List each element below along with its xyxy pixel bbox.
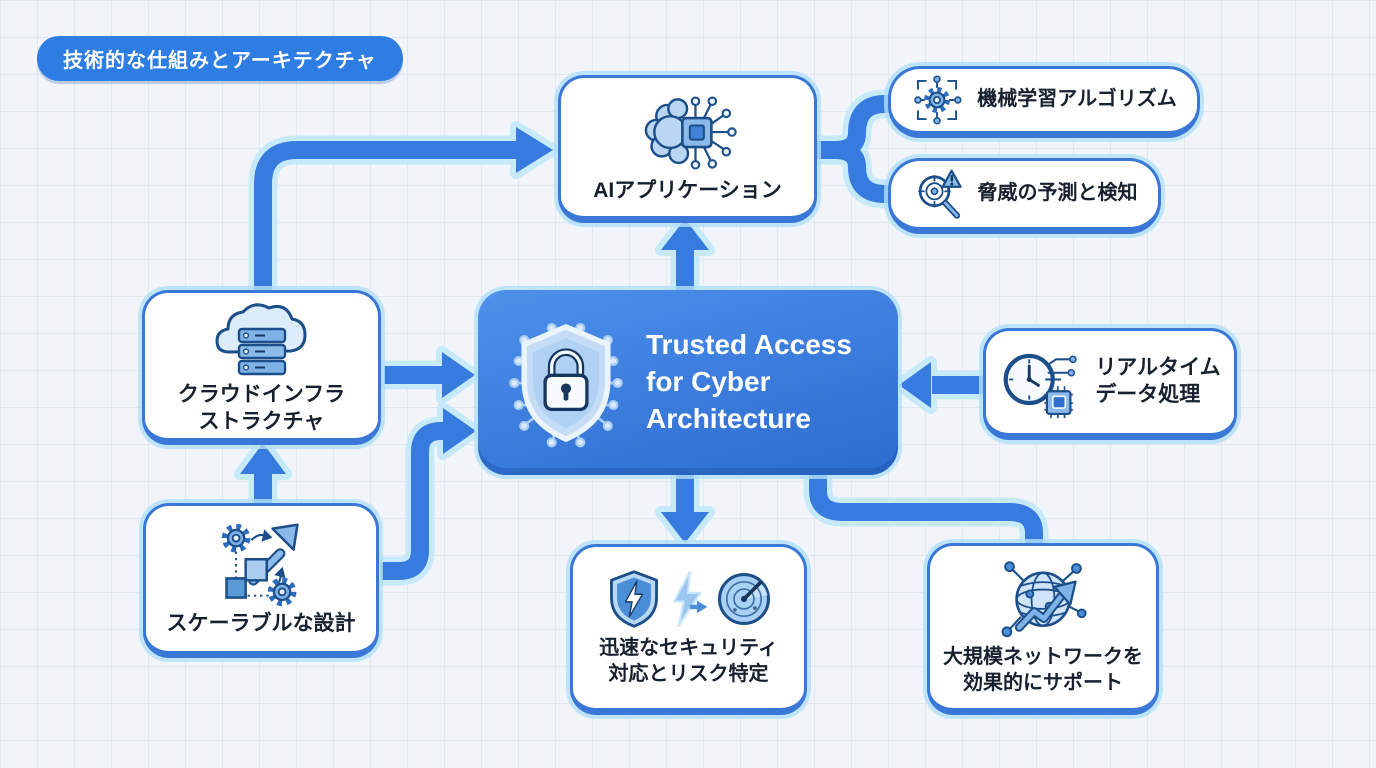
node-ai-label: AIアプリケーション [593, 178, 782, 202]
node-trusted-access-center: Trusted Access for Cyber Architecture [478, 290, 898, 475]
title-badge: 技術的な仕組みとアーキテクチャ [37, 36, 403, 81]
node-threat-label: 脅威の予測と検知 [977, 182, 1138, 205]
node-threat-detection: 脅威の予測と検知 [888, 158, 1161, 234]
brain-chip-icon [644, 96, 737, 170]
node-security-response: 迅速なセキュリティ 対応とリスク特定 [570, 544, 807, 715]
node-realtime-label: リアルタイム データ処理 [1095, 355, 1220, 409]
node-cloud-infrastructure: クラウドインフラ ストラクチャ [142, 290, 381, 445]
node-network-support: 大規模ネットワークを 効果的にサポート [927, 543, 1159, 715]
title-badge-label: 技術的な仕組みとアーキテクチャ [63, 50, 377, 72]
lightning-arrow-icon [672, 570, 707, 628]
shield-lock-circuit-icon [509, 322, 623, 447]
node-ai-application: AIアプリケーション [558, 75, 817, 223]
node-realtime-label-line2: データ処理 [1095, 383, 1201, 406]
node-cloud-label-line1: クラウドインフラ [177, 382, 346, 406]
globe-growth-arrow-icon [1001, 561, 1087, 638]
center-title-line1: Trusted Access [646, 329, 852, 361]
gear-network-icon [914, 75, 962, 125]
node-ml-label: 機械学習アルゴリズム [977, 88, 1177, 111]
node-network-label-line1: 大規模ネットワークを [943, 646, 1143, 669]
clock-chip-circuit-icon [1003, 353, 1078, 419]
node-realtime-data: リアルタイム データ処理 [983, 328, 1237, 440]
cloud-servers-icon [215, 302, 306, 375]
node-cloud-label: クラウドインフラ ストラクチャ [178, 382, 345, 436]
node-security-label-line1: 迅速なセキュリティ [599, 636, 778, 659]
gears-scale-arrow-icon [211, 523, 299, 611]
node-network-label-line2: 効果的にサポート [963, 672, 1123, 694]
node-security-label-line2: 対応とリスク特定 [608, 662, 769, 685]
node-realtime-label-line1: リアルタイム [1095, 356, 1221, 380]
node-scalable-design: スケーラブルな設計 [143, 503, 379, 658]
center-title-line3: Architecture [646, 402, 811, 434]
node-network-label: 大規模ネットワークを 効果的にサポート [943, 645, 1143, 696]
center-title-line2: for Cyber [646, 366, 771, 398]
node-machine-learning: 機械学習アルゴリズム [888, 66, 1200, 138]
radar-icon [717, 572, 770, 625]
shield-bolt-icon [609, 570, 658, 628]
node-security-label: 迅速なセキュリティ 対応とリスク特定 [599, 636, 778, 687]
node-cloud-label-line2: ストラクチャ [198, 409, 325, 433]
center-title: Trusted Access for Cyber Architecture [646, 327, 852, 438]
radar-magnifier-alert-icon [917, 169, 962, 219]
node-scalable-label: スケーラブルな設計 [166, 612, 356, 636]
security-icon-row [605, 568, 773, 630]
